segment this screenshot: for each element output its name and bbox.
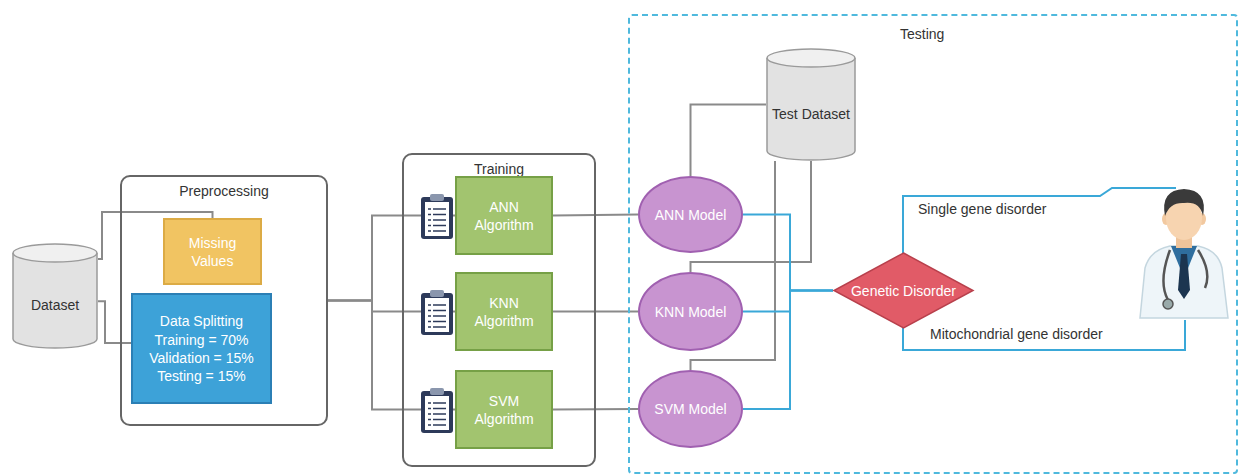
preprocessing-group: PreprocessingMissing ValuesData Splittin… (120, 175, 328, 426)
cylinder-outline (766, 48, 856, 161)
algorithm-box: ANN Algorithm (455, 176, 553, 255)
node-text: Testing = 15% (157, 367, 245, 385)
training-group: TrainingANN AlgorithmKNN AlgorithmSVM Al… (402, 153, 596, 467)
group-heading: Preprocessing (122, 183, 326, 199)
test-dataset-cylinder: Test Dataset (766, 48, 856, 161)
clipboard-icon (421, 290, 453, 335)
data-splitting-box: Data SplittingTraining = 70%Validation =… (131, 293, 272, 404)
branch-label: Single gene disorder (918, 201, 1046, 217)
connector-line (691, 105, 767, 177)
cylinder-body (13, 253, 97, 348)
node-text: Test Dataset (772, 105, 850, 123)
node-text: Training = 70% (154, 331, 248, 349)
cylinder-top (13, 244, 97, 262)
node-text: SVM Algorithm (461, 392, 547, 428)
group-heading: Testing (900, 26, 944, 42)
connector-line (743, 291, 833, 312)
model-ellipse: SVM Model (638, 370, 743, 448)
clipboard-icons (421, 194, 453, 433)
node-text: SVM Model (654, 400, 726, 418)
doctor-link-lines (903, 188, 1185, 350)
cylinder-top (767, 49, 855, 67)
algorithm-box: SVM Algorithm (455, 370, 553, 449)
clipboard-icon (421, 194, 453, 239)
decision-diamond: Genetic Disorder (833, 252, 974, 329)
connector-line (743, 215, 833, 291)
node-text: ANN Model (655, 206, 727, 224)
node-text: ANN Algorithm (461, 198, 547, 234)
testing-group: TestingTest DatasetANN ModelKNN ModelSVM… (628, 14, 1238, 474)
cylinder-body (767, 58, 855, 160)
model-ellipse: KNN Model (638, 272, 743, 351)
cylinder-outline (12, 243, 98, 349)
dataset-cylinder: Dataset (12, 243, 98, 349)
node-text: Genetic Disorder (851, 282, 956, 300)
diamond-shape (834, 253, 973, 328)
link-line (903, 188, 1176, 254)
connector-line (98, 301, 131, 343)
missing-values-box: Missing Values (163, 218, 262, 285)
link-line (903, 320, 1185, 350)
node-text: Data Splitting (160, 312, 243, 330)
connector-line (743, 291, 833, 410)
algorithm-box: KNN Algorithm (455, 272, 553, 351)
node-text: Missing Values (169, 234, 256, 270)
node-text: Validation = 15% (149, 349, 253, 367)
node-text: KNN Model (655, 303, 727, 321)
branch-label: Mitochondrial gene disorder (930, 326, 1103, 342)
node-text: Dataset (31, 296, 79, 314)
doctor-figure (1140, 189, 1228, 318)
group-heading: Training (404, 161, 594, 177)
clipboard-icon (421, 388, 453, 433)
node-text: KNN Algorithm (461, 294, 547, 330)
model-ellipse: ANN Model (638, 176, 743, 253)
